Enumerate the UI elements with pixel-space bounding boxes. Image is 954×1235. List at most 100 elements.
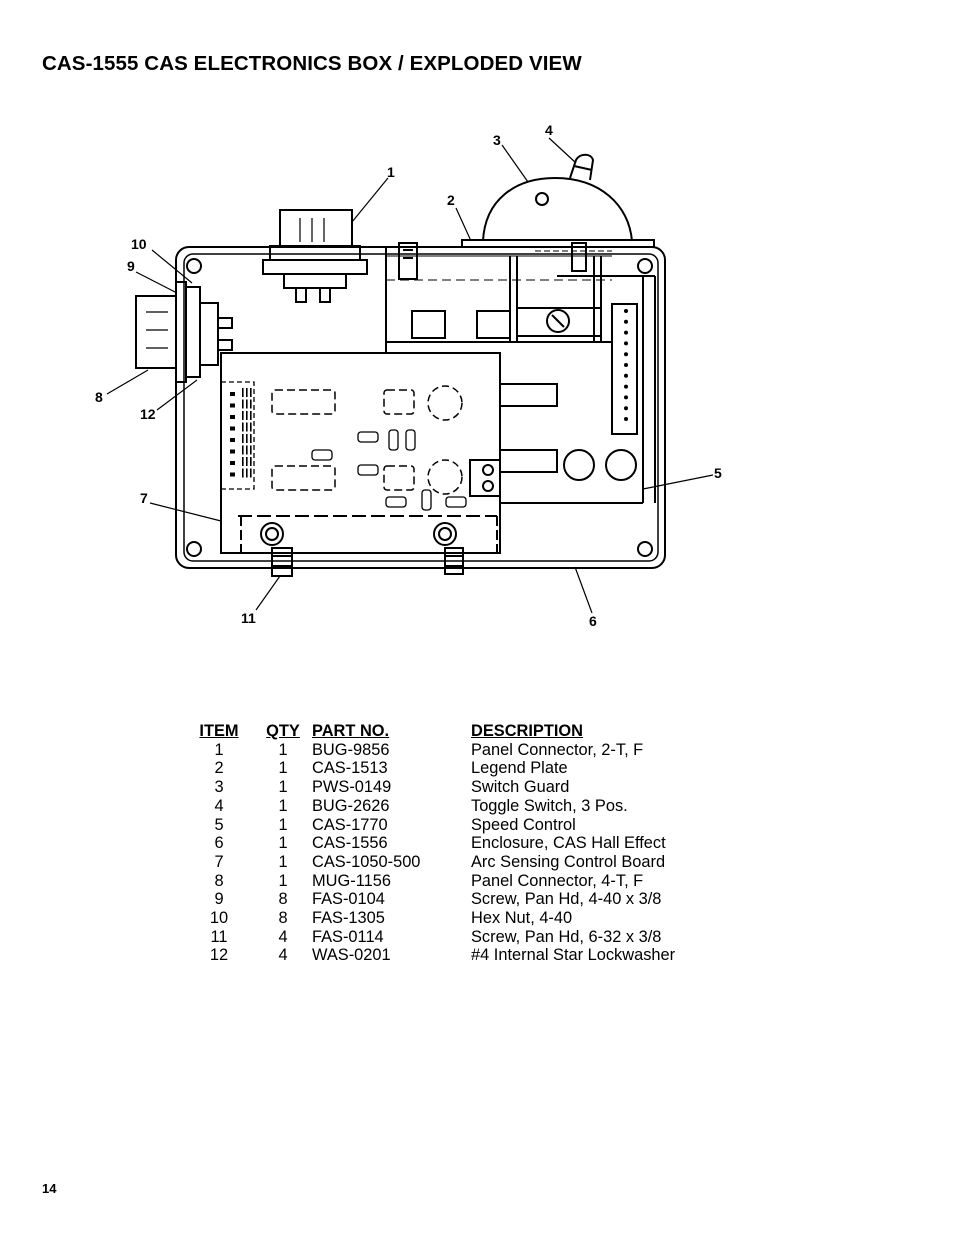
board-pin-lead	[250, 457, 252, 466]
terminal-strip-dots	[624, 309, 628, 421]
board-pin-lead	[242, 411, 244, 420]
cell-part-no: FAS-0114	[312, 927, 384, 946]
board-pin	[230, 461, 235, 465]
cell-part-no: CAS-1050-500	[312, 852, 421, 871]
cell-description: Panel Connector, 4-T, F	[471, 871, 644, 890]
cell-qty: 4	[278, 927, 288, 946]
cell-qty: 1	[278, 759, 288, 778]
terminal-pin	[624, 330, 628, 335]
cell-qty: 1	[278, 815, 288, 834]
panel-connector-4t	[135, 281, 233, 383]
cell-item: 10	[209, 909, 229, 928]
board-pin-lead	[246, 399, 248, 409]
board-pin-lead	[250, 399, 252, 409]
terminal-pin	[624, 352, 628, 357]
cell-item: 6	[214, 834, 224, 853]
cell-part-no: FAS-0104	[312, 890, 385, 909]
board-pin-lead	[242, 445, 244, 455]
cell-qty: 1	[278, 871, 288, 890]
board-pin-lead	[246, 445, 248, 455]
board-pin-lead	[242, 457, 244, 466]
cell-part-no: CAS-1556	[312, 834, 388, 853]
cell-description: Enclosure, CAS Hall Effect	[471, 834, 666, 853]
cell-description: Speed Control	[471, 815, 576, 834]
board-pin-lead	[246, 434, 248, 443]
cell-item: 5	[214, 815, 224, 834]
board-pin	[230, 449, 235, 454]
cell-part-no: FAS-1305	[312, 909, 385, 928]
enclosure-outline	[175, 246, 666, 569]
cell-description: Toggle Switch, 3 Pos.	[471, 796, 628, 815]
cell-item: 9	[214, 890, 224, 909]
cell-part-no: MUG-1156	[312, 871, 391, 890]
cell-description: #4 Internal Star Lockwasher	[471, 946, 676, 965]
cell-description: Hex Nut, 4-40	[471, 909, 573, 928]
cell-description: Switch Guard	[471, 778, 570, 797]
panel-connector-2t	[262, 209, 368, 303]
board-pin	[230, 472, 235, 477]
cell-qty: 1	[278, 796, 288, 815]
cell-item: 1	[214, 740, 224, 759]
callout-11: 11	[241, 610, 256, 626]
board-pin-lead	[250, 445, 252, 455]
callout-9: 9	[127, 258, 135, 274]
cell-item: 7	[214, 852, 224, 871]
cell-qty: 4	[278, 946, 288, 965]
page-number: 14	[42, 1181, 57, 1196]
board-pin	[230, 403, 235, 408]
callout-8: 8	[95, 389, 103, 405]
header-description: DESCRIPTION	[471, 722, 584, 740]
terminal-pin	[624, 406, 628, 411]
cell-description: Panel Connector, 2-T, F	[471, 740, 644, 759]
callout-12: 12	[140, 406, 156, 422]
header-part-no: PART NO.	[312, 722, 390, 740]
cell-description: Legend Plate	[471, 759, 568, 778]
arc-sensing-control-board	[220, 352, 501, 554]
board-pin	[230, 392, 235, 396]
cell-qty: 8	[278, 890, 288, 909]
cell-item: 2	[214, 759, 224, 778]
callout-6: 6	[589, 613, 597, 629]
board-pin-lead	[246, 468, 248, 478]
table-row: 8 1 MUG-1156 Panel Connector, 4-T, F	[184, 872, 711, 891]
cell-qty: 1	[278, 852, 288, 871]
switch-guard	[482, 176, 633, 242]
terminal-pin	[624, 417, 628, 421]
toggle-switch	[569, 153, 595, 181]
board-pin-dots	[230, 388, 252, 478]
terminal-pin	[624, 363, 628, 367]
board-pin	[230, 426, 235, 431]
cell-description: Arc Sensing Control Board	[471, 852, 666, 871]
page-title: CAS-1555 CAS ELECTRONICS BOX / EXPLODED …	[42, 52, 582, 75]
board-pin-lead	[246, 388, 248, 397]
mounting-screws	[260, 522, 464, 577]
board-pin	[230, 438, 235, 442]
callout-10: 10	[131, 236, 147, 252]
callout-labels: 1 2 3 4 5 6 7 8 9 10 11 12	[95, 122, 722, 629]
callout-1: 1	[387, 164, 395, 180]
cell-item: 8	[214, 871, 224, 890]
cell-part-no: BUG-2626	[312, 796, 390, 815]
board-pin-lead	[242, 434, 244, 443]
board-pin-lead	[242, 399, 244, 409]
table-row: 7 1 CAS-1050-500 Arc Sensing Control Board	[184, 853, 711, 872]
cell-part-no: PWS-0149	[312, 778, 392, 797]
board-pin-lead	[242, 422, 244, 432]
terminal-pin	[624, 373, 628, 378]
terminal-pin	[624, 395, 628, 400]
board-pin-lead	[246, 422, 248, 432]
callout-7: 7	[140, 490, 148, 506]
board-pin-lead	[250, 422, 252, 432]
callout-4: 4	[545, 122, 553, 138]
cell-description: Screw, Pan Hd, 6-32 x 3/8	[471, 927, 662, 946]
board-pin-lead	[242, 468, 244, 478]
board-pin-lead	[250, 468, 252, 478]
